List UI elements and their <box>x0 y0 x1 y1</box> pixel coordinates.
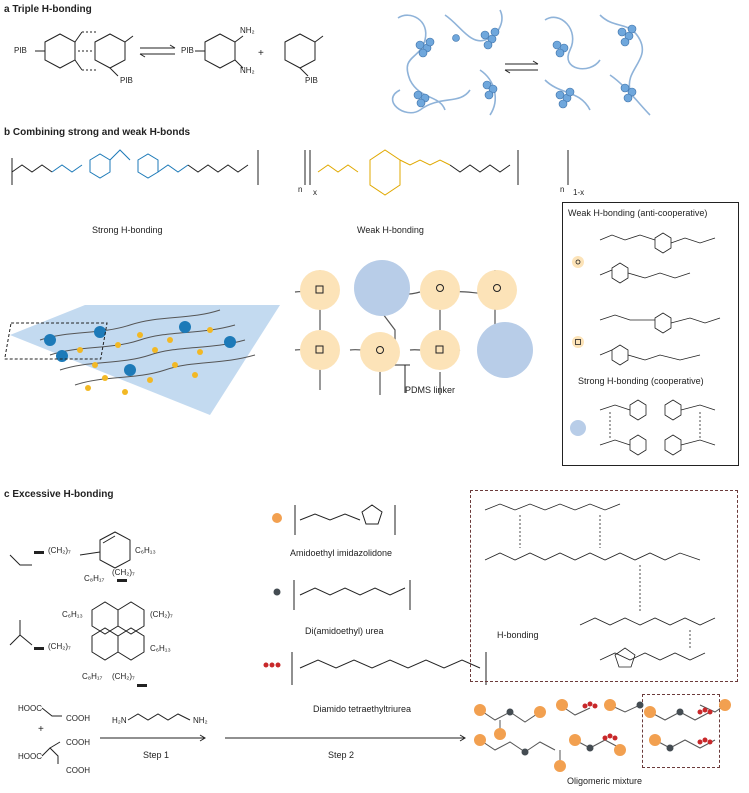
c6h13-label: C₆H₁₃ <box>135 546 156 555</box>
subscript-n: n <box>298 185 303 194</box>
diamido-tetraethyltriurea-label: Diamido tetraethyltriurea <box>313 704 412 714</box>
subscript-1-x: 1-x <box>573 188 585 197</box>
diamidoethyl-urea-label: Di(amidoethyl) urea <box>305 626 384 636</box>
hooc-label: HOOC <box>18 752 42 761</box>
pdms-linker-label: PDMS linker <box>405 385 456 395</box>
strong-hbond-label: Strong H-bonding <box>92 225 163 235</box>
subscript-x: x <box>313 188 317 197</box>
c6h13-label: C₆H₁₃ <box>150 644 171 653</box>
cooh-label: COOH <box>66 714 90 723</box>
panel-b-title: b Combining strong and weak H-bonds <box>4 127 191 138</box>
step-2-label: Step 2 <box>328 750 355 760</box>
amidoethyl-imidazolidone-label: Amidoethyl imidazolidone <box>290 548 393 558</box>
hbonding-box <box>470 490 738 682</box>
h2n-label: H₂N <box>112 716 127 725</box>
ch2-7-label: (CH₂)₇ <box>112 672 135 681</box>
pib-label: PIB <box>120 76 133 85</box>
ch2-7-label: (CH₂)₇ <box>112 568 135 577</box>
plus-sign: + <box>38 724 44 735</box>
panel-a-title: a Triple H-bonding <box>4 4 92 15</box>
hbond-legend-box <box>562 202 739 466</box>
c6h13-label: C₆H₁₃ <box>62 610 83 619</box>
cooh-label: COOH <box>66 766 90 775</box>
pib-label: PIB <box>14 46 27 55</box>
step-1-label: Step 1 <box>143 750 170 760</box>
subscript-n: n <box>560 185 565 194</box>
plus-sign: + <box>258 48 264 59</box>
panel-c-title: c Excessive H-bonding <box>4 489 114 500</box>
nh2-label: NH₂ <box>240 26 255 35</box>
pib-label: PIB <box>181 46 194 55</box>
strong-hbond-legend-title: Strong H-bonding (cooperative) <box>578 376 704 386</box>
c8h17-label: C₈H₁₇ <box>82 672 103 681</box>
ch2-7-label: (CH₂)₇ <box>48 642 71 651</box>
weak-hbond-label: Weak H-bonding <box>357 225 424 235</box>
pib-label: PIB <box>305 76 318 85</box>
ch2-7-label: (CH₂)₇ <box>150 610 173 619</box>
cooh-label: COOH <box>66 738 90 747</box>
oligomeric-mixture-label: Oligomeric mixture <box>567 776 643 786</box>
nh2-label: NH₂ <box>240 66 255 75</box>
hbonding-label: H-bonding <box>497 630 539 640</box>
ch2-7-label: (CH₂)₇ <box>48 546 71 555</box>
hooc-label: HOOC <box>18 704 42 713</box>
c8h17-label: C₈H₁₇ <box>84 574 105 583</box>
nh2-label: NH₂ <box>193 716 208 725</box>
weak-hbond-legend-title: Weak H-bonding (anti-cooperative) <box>568 208 708 218</box>
oligomer-highlight-box <box>642 694 720 768</box>
